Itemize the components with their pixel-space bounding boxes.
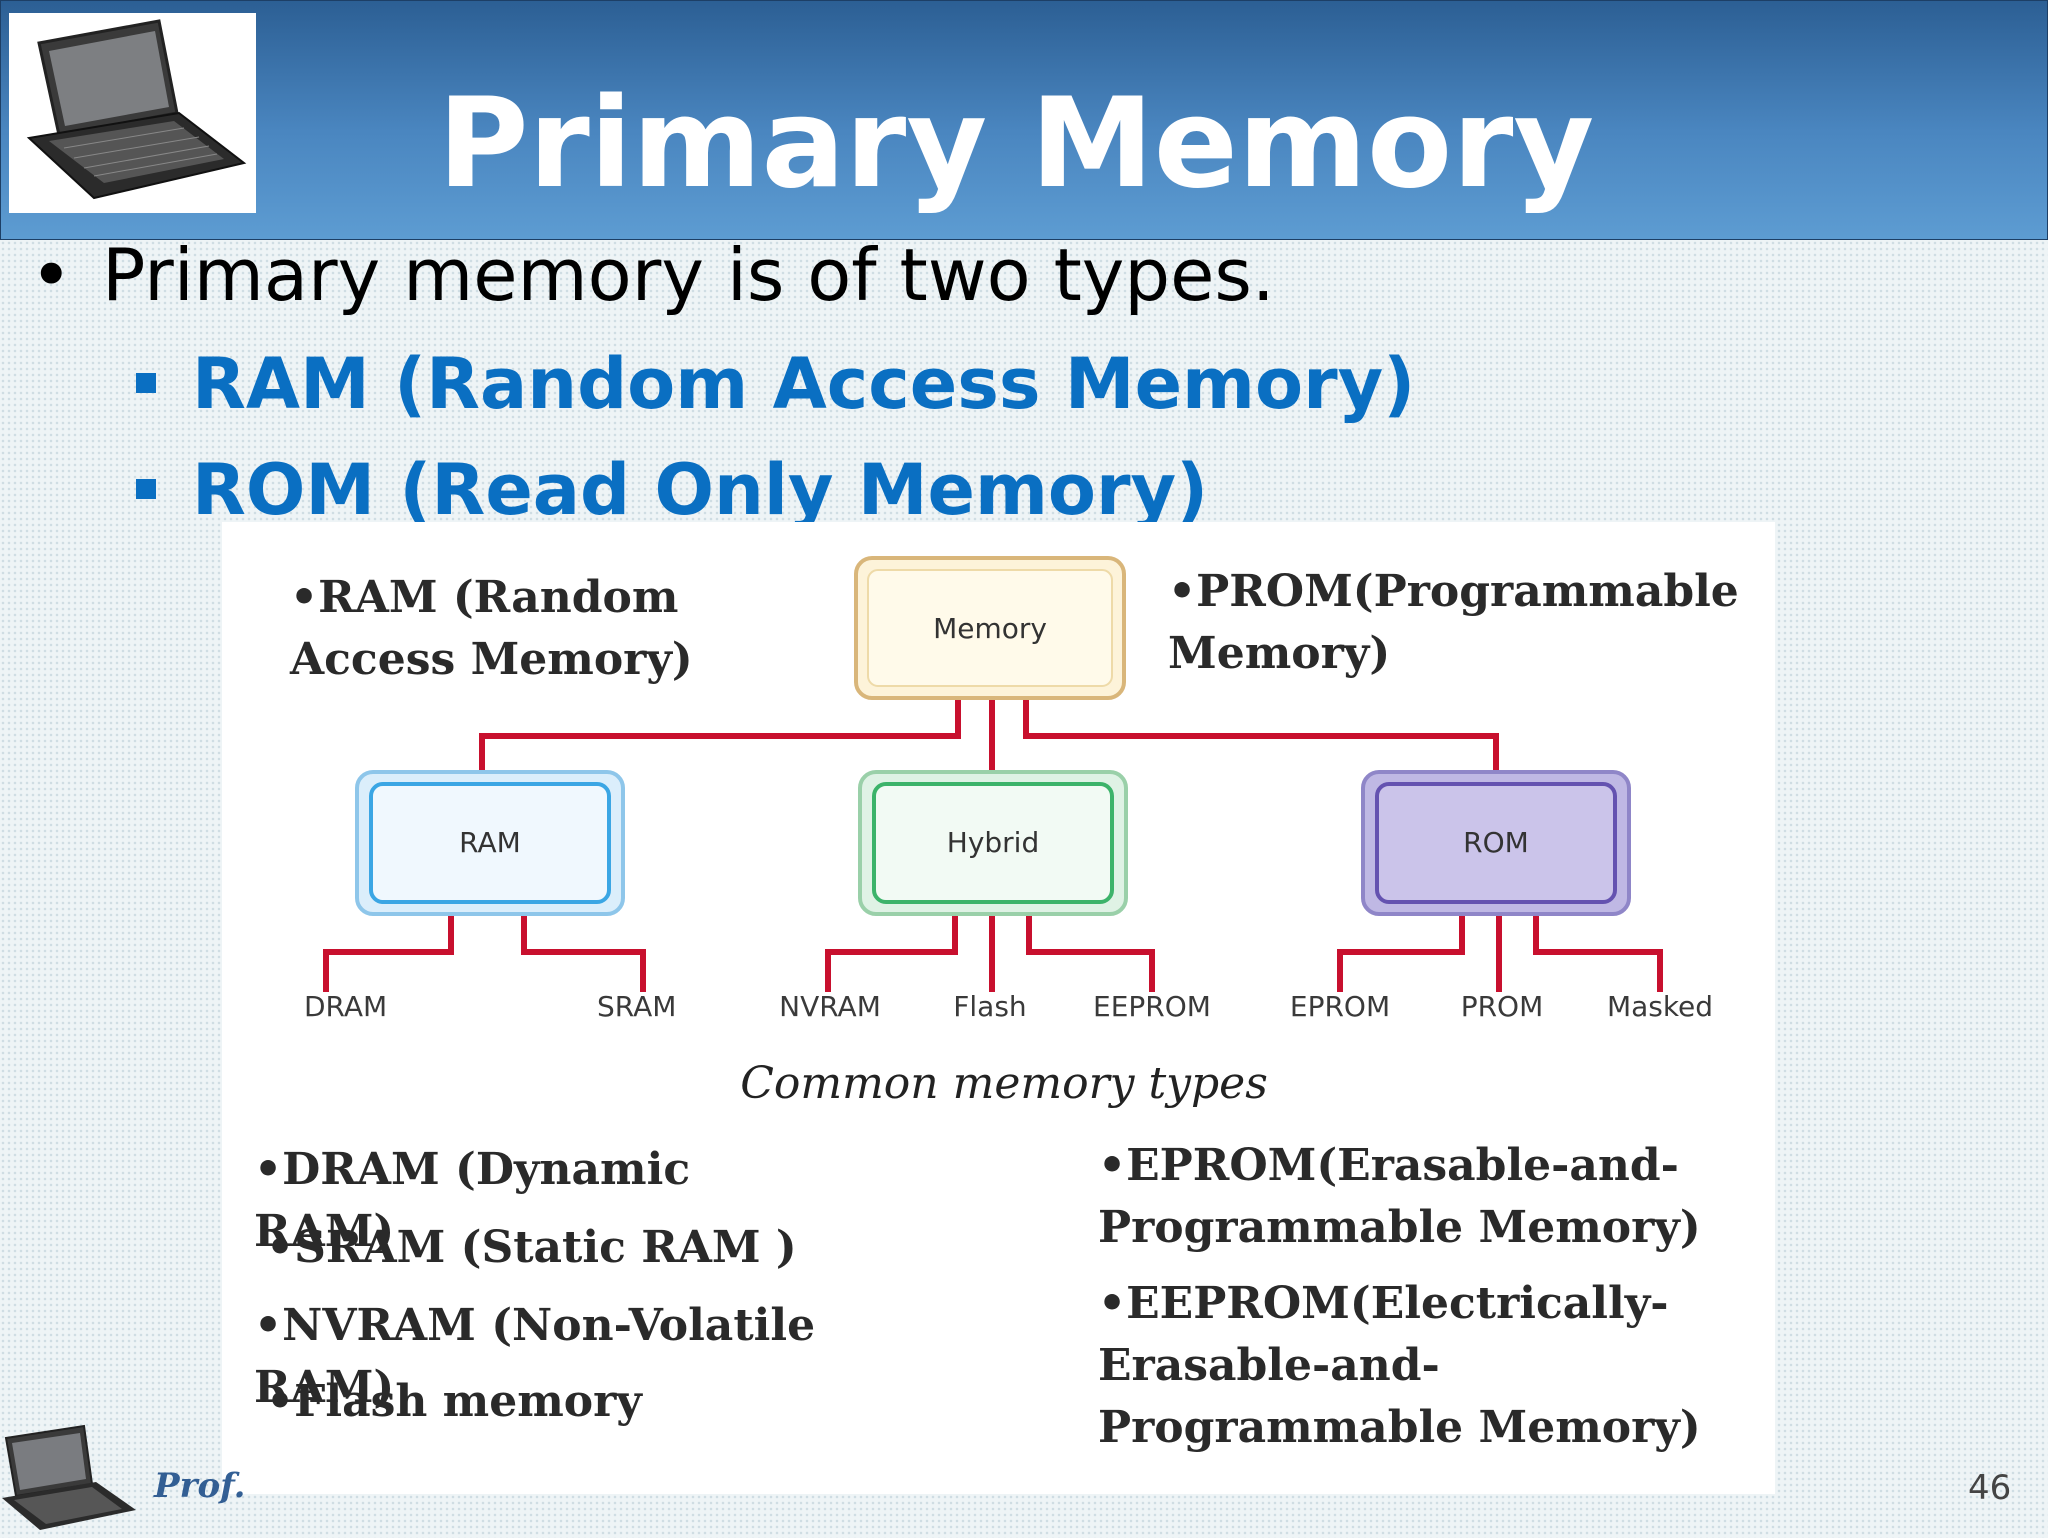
annotation-nvram-2: RAM) — [254, 1362, 394, 1413]
hybrid-node: Hybrid — [858, 770, 1128, 916]
leaf-masked: Masked — [1607, 990, 1713, 1023]
title-bar: Primary Memory — [0, 0, 2048, 240]
leaf-sram: SRAM — [597, 990, 676, 1023]
annotation-prom-2: Memory) — [1168, 628, 1390, 679]
annotation-eprom-1: •EPROM(Erasable-and- — [1098, 1140, 1679, 1191]
ram-node-label: RAM — [459, 826, 521, 859]
annotation-eeprom-3: Programmable Memory) — [1098, 1402, 1701, 1453]
leaf-eprom: EPROM — [1290, 990, 1390, 1023]
footer-laptop-logo-image — [0, 1424, 140, 1534]
annotation-nvram-1: •NVRAM (Non-Volatile — [254, 1300, 815, 1351]
leaf-nvram: NVRAM — [779, 990, 881, 1023]
slide-title: Primary Memory — [437, 72, 1595, 216]
annotation-dram-1: •DRAM (Dynamic — [254, 1144, 690, 1195]
memory-root-node: Memory — [854, 556, 1126, 700]
memory-node-label: Memory — [933, 612, 1047, 645]
laptop-logo-image — [9, 13, 256, 213]
leaf-prom: PROM — [1461, 990, 1544, 1023]
annotation-ram-1: •RAM (Random — [290, 572, 678, 623]
annotation-eprom-2: Programmable Memory) — [1098, 1202, 1701, 1253]
sub-bullet-ram: RAM (Random Access Memory) — [136, 342, 1415, 426]
annotation-eeprom-2: Erasable-and- — [1098, 1340, 1440, 1391]
bullet-dot-icon: • — [30, 233, 73, 317]
square-bullet-icon — [136, 372, 156, 393]
annotation-eeprom-1: •EEPROM(Electrically- — [1098, 1278, 1669, 1329]
footer-author-text: Prof. — [154, 1466, 246, 1506]
rom-node-label: ROM — [1463, 826, 1529, 859]
hybrid-node-label: Hybrid — [947, 826, 1039, 859]
page-number: 46 — [1968, 1468, 2012, 1508]
annotation-ram-2: Access Memory) — [289, 634, 693, 685]
annotation-dram-2: RAM) — [254, 1206, 394, 1257]
main-bullet: • Primary memory is of two types. — [30, 232, 1275, 318]
sub-bullet-ram-text: RAM (Random Access Memory) — [192, 343, 1416, 425]
rom-node: ROM — [1361, 770, 1631, 916]
memory-types-figure: Memory RAM Hybrid ROM DRAM SRAM NVRAM Fl… — [222, 522, 1775, 1494]
figure-caption: Common memory types — [740, 1058, 1268, 1109]
sub-bullet-rom-text: ROM (Read Only Memory) — [192, 449, 1209, 531]
leaf-flash: Flash — [953, 990, 1026, 1023]
annotation-flash: •Flash memory — [266, 1376, 643, 1427]
annotation-sram: •SRAM (Static RAM ) — [266, 1222, 797, 1273]
ram-node: RAM — [355, 770, 625, 916]
leaf-eeprom: EEPROM — [1093, 990, 1211, 1023]
sub-bullet-rom: ROM (Read Only Memory) — [136, 448, 1208, 532]
main-bullet-text: Primary memory is of two types. — [102, 233, 1275, 317]
leaf-dram: DRAM — [304, 990, 387, 1023]
square-bullet-icon — [136, 478, 156, 499]
annotation-prom-1: •PROM(Programmable — [1168, 566, 1739, 617]
connector-lines — [323, 700, 1663, 992]
